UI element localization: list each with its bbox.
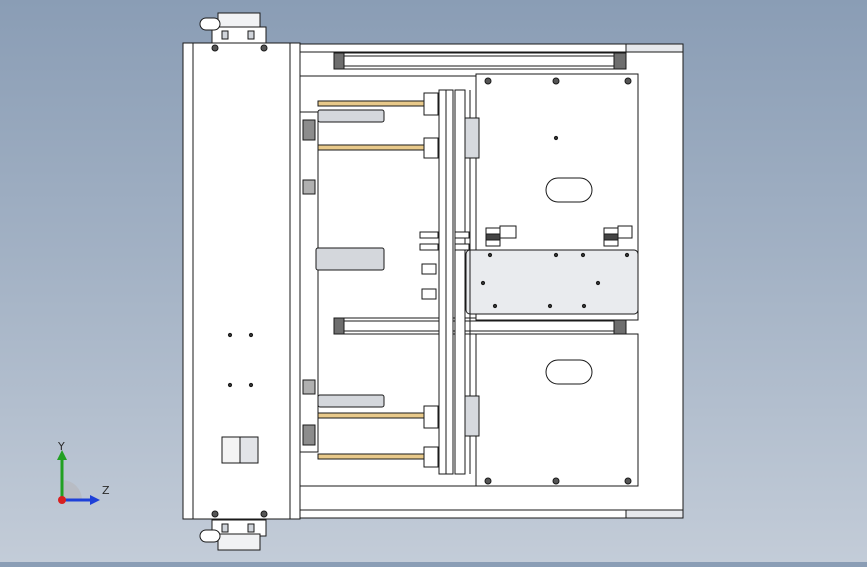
clamp-bolts xyxy=(419,231,470,300)
x-axis-dot xyxy=(58,496,66,504)
left-housing[interactable] xyxy=(182,42,301,520)
bottom-gripper xyxy=(199,519,267,551)
slide-blocks xyxy=(315,109,385,408)
pneumatic-fittings xyxy=(485,225,633,247)
triad-graphic xyxy=(57,450,100,505)
cylinder-bracket[interactable] xyxy=(465,249,639,315)
lower-mount-plate[interactable] xyxy=(475,333,639,487)
middle-guide-rod[interactable] xyxy=(333,317,627,335)
top-guide-rod[interactable] xyxy=(333,52,627,70)
coordinate-triad: Y Z xyxy=(40,440,120,520)
z-axis-arrow xyxy=(90,495,100,505)
z-axis-label: Z xyxy=(102,484,110,497)
y-axis-label: Y xyxy=(58,440,65,453)
triad-base xyxy=(62,480,82,500)
y-axis-arrow xyxy=(57,450,67,460)
top-gripper xyxy=(199,12,267,44)
lower-piston-rods[interactable] xyxy=(317,405,439,468)
vertical-carriage[interactable] xyxy=(299,89,480,475)
upper-piston-rods[interactable] xyxy=(317,92,439,159)
